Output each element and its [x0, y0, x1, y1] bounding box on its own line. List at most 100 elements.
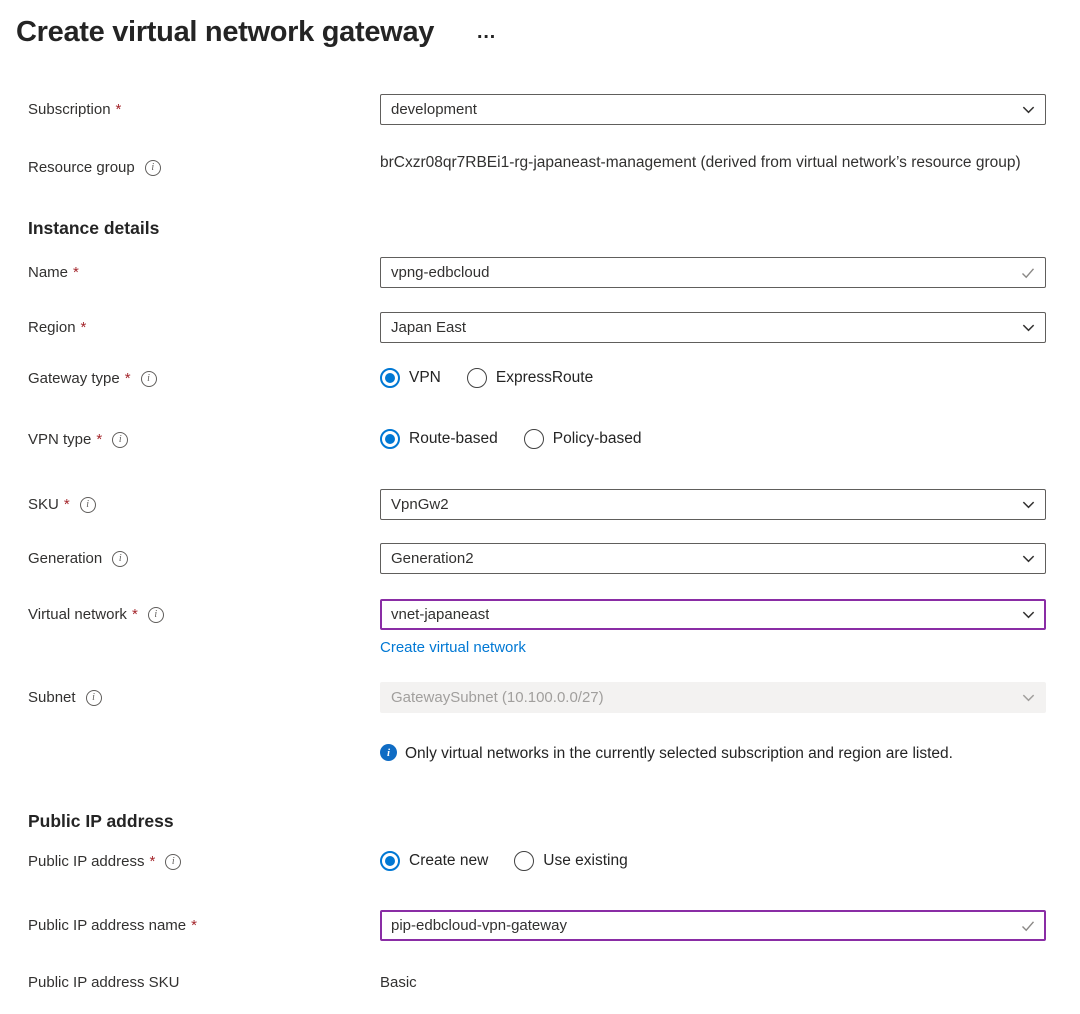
- radio-selected-icon: [380, 368, 400, 388]
- name-input-wrapper: [380, 257, 1046, 288]
- name-row: Name *: [28, 257, 1046, 288]
- info-icon[interactable]: i: [85, 689, 102, 706]
- generation-value: Generation2: [391, 550, 474, 567]
- checkmark-icon: [1022, 920, 1035, 931]
- resource-group-value: brCxzr08qr7RBEi1-rg-japaneast-management…: [380, 154, 1021, 171]
- sku-label: SKU: [28, 496, 59, 513]
- gateway-type-option-vpn[interactable]: VPN: [380, 368, 441, 388]
- info-icon[interactable]: i: [165, 853, 182, 870]
- generation-label: Generation: [28, 550, 103, 567]
- instance-details-header: Instance details: [28, 218, 160, 238]
- public-ip-option-use-existing[interactable]: Use existing: [514, 851, 628, 871]
- required-marker: *: [73, 264, 79, 281]
- public-ip-sku-row: Public IP address SKU Basic: [28, 967, 1046, 998]
- public-ip-row: Public IP address * i Create new Use exi…: [28, 846, 1046, 877]
- virtual-network-select[interactable]: vnet-japaneast: [380, 599, 1046, 630]
- vpn-type-option-policy-based[interactable]: Policy-based: [523, 429, 642, 449]
- public-ip-sku-label: Public IP address SKU: [28, 974, 180, 991]
- more-menu-button[interactable]: …: [472, 12, 501, 52]
- public-ip-name-row: Public IP address name *: [28, 910, 1046, 941]
- radio-label: Policy-based: [552, 430, 642, 447]
- radio-label: Route-based: [409, 430, 498, 447]
- subnet-row: Subnet i GatewaySubnet (10.100.0.0/27): [28, 682, 1046, 713]
- gateway-type-label-cell: Gateway type * i: [28, 363, 380, 394]
- subscription-value: development: [391, 101, 477, 118]
- radio-label: Create new: [409, 852, 489, 869]
- vpn-type-radio-group: Route-based Policy-based: [380, 424, 1046, 452]
- required-marker: *: [149, 853, 156, 870]
- info-icon[interactable]: i: [112, 550, 129, 567]
- public-ip-option-create-new[interactable]: Create new: [380, 851, 488, 871]
- vpn-type-label-cell: VPN type * i: [28, 424, 380, 455]
- public-ip-section-header: Public IP address: [28, 811, 174, 831]
- radio-label: Use existing: [543, 852, 628, 869]
- gateway-type-radio-group: VPN ExpressRoute: [380, 363, 1046, 391]
- virtual-network-label: Virtual network: [28, 606, 127, 623]
- gateway-type-option-expressroute[interactable]: ExpressRoute: [466, 368, 594, 388]
- radio-label: VPN: [409, 369, 441, 386]
- region-select[interactable]: Japan East: [380, 312, 1046, 343]
- radio-selected-icon: [380, 429, 400, 449]
- subnet-label-cell: Subnet i: [28, 682, 380, 713]
- chevron-down-icon: [1022, 501, 1035, 509]
- sku-select[interactable]: VpnGw2: [380, 489, 1046, 520]
- title-row: Create virtual network gateway …: [0, 12, 1080, 52]
- info-icon[interactable]: i: [140, 370, 157, 387]
- info-note-row: i Only virtual networks in the currently…: [28, 742, 1046, 773]
- generation-select[interactable]: Generation2: [380, 543, 1046, 574]
- required-marker: *: [131, 606, 138, 623]
- resource-group-label-cell: Resource group i: [28, 152, 380, 183]
- public-ip-name-label: Public IP address name: [28, 917, 187, 934]
- chevron-down-icon: [1022, 694, 1035, 702]
- public-ip-radio-group: Create new Use existing: [380, 846, 1046, 874]
- vpn-type-label: VPN type: [28, 431, 92, 448]
- info-icon[interactable]: i: [112, 431, 129, 448]
- name-label-cell: Name *: [28, 257, 380, 288]
- radio-selected-icon: [380, 851, 400, 871]
- subscription-label-cell: Subscription *: [28, 94, 380, 125]
- required-marker: *: [191, 917, 197, 934]
- subscription-select[interactable]: development: [380, 94, 1046, 125]
- region-label: Region: [28, 319, 76, 336]
- region-label-cell: Region *: [28, 312, 380, 343]
- vpn-type-option-route-based[interactable]: Route-based: [380, 429, 498, 449]
- gateway-form: Subscription * development Resource grou…: [28, 94, 1046, 998]
- chevron-down-icon: [1022, 106, 1035, 114]
- virtual-network-row: Virtual network * i vnet-japaneast Creat…: [28, 599, 1046, 657]
- public-ip-name-input[interactable]: [391, 912, 1012, 939]
- sku-value: VpnGw2: [391, 496, 449, 513]
- info-filled-icon: i: [380, 744, 397, 761]
- info-icon[interactable]: i: [144, 159, 161, 176]
- public-ip-name-label-cell: Public IP address name *: [28, 910, 380, 941]
- public-ip-sku-value: Basic: [380, 974, 417, 991]
- required-marker: *: [80, 319, 87, 336]
- required-marker: *: [124, 370, 131, 387]
- create-virtual-network-link[interactable]: Create virtual network: [380, 639, 526, 656]
- chevron-down-icon: [1022, 324, 1035, 332]
- radio-unselected-icon: [466, 368, 487, 388]
- subscription-row: Subscription * development: [28, 94, 1046, 125]
- virtual-network-label-cell: Virtual network * i: [28, 599, 380, 630]
- radio-label: ExpressRoute: [495, 369, 594, 386]
- public-ip-sku-label-cell: Public IP address SKU: [28, 967, 380, 998]
- generation-label-cell: Generation i: [28, 543, 380, 574]
- resource-group-row: Resource group i brCxzr08qr7RBEi1-rg-jap…: [28, 152, 1046, 183]
- generation-row: Generation i Generation2: [28, 543, 1046, 574]
- subnet-select-disabled: GatewaySubnet (10.100.0.0/27): [380, 682, 1046, 713]
- radio-unselected-icon: [514, 851, 535, 871]
- subnet-value: GatewaySubnet (10.100.0.0/27): [391, 689, 604, 706]
- required-marker: *: [63, 496, 70, 513]
- chevron-down-icon: [1022, 555, 1035, 563]
- public-ip-label-cell: Public IP address * i: [28, 846, 380, 877]
- info-note: i Only virtual networks in the currently…: [380, 742, 1046, 765]
- info-icon[interactable]: i: [79, 496, 96, 513]
- info-icon[interactable]: i: [147, 606, 164, 623]
- region-row: Region * Japan East: [28, 312, 1046, 343]
- name-input[interactable]: [391, 258, 1012, 287]
- public-ip-name-input-wrapper: [380, 910, 1046, 941]
- sku-row: SKU * i VpnGw2: [28, 489, 1046, 520]
- gateway-type-label: Gateway type: [28, 370, 120, 387]
- page-title: Create virtual network gateway: [16, 16, 435, 48]
- name-label: Name: [28, 264, 69, 281]
